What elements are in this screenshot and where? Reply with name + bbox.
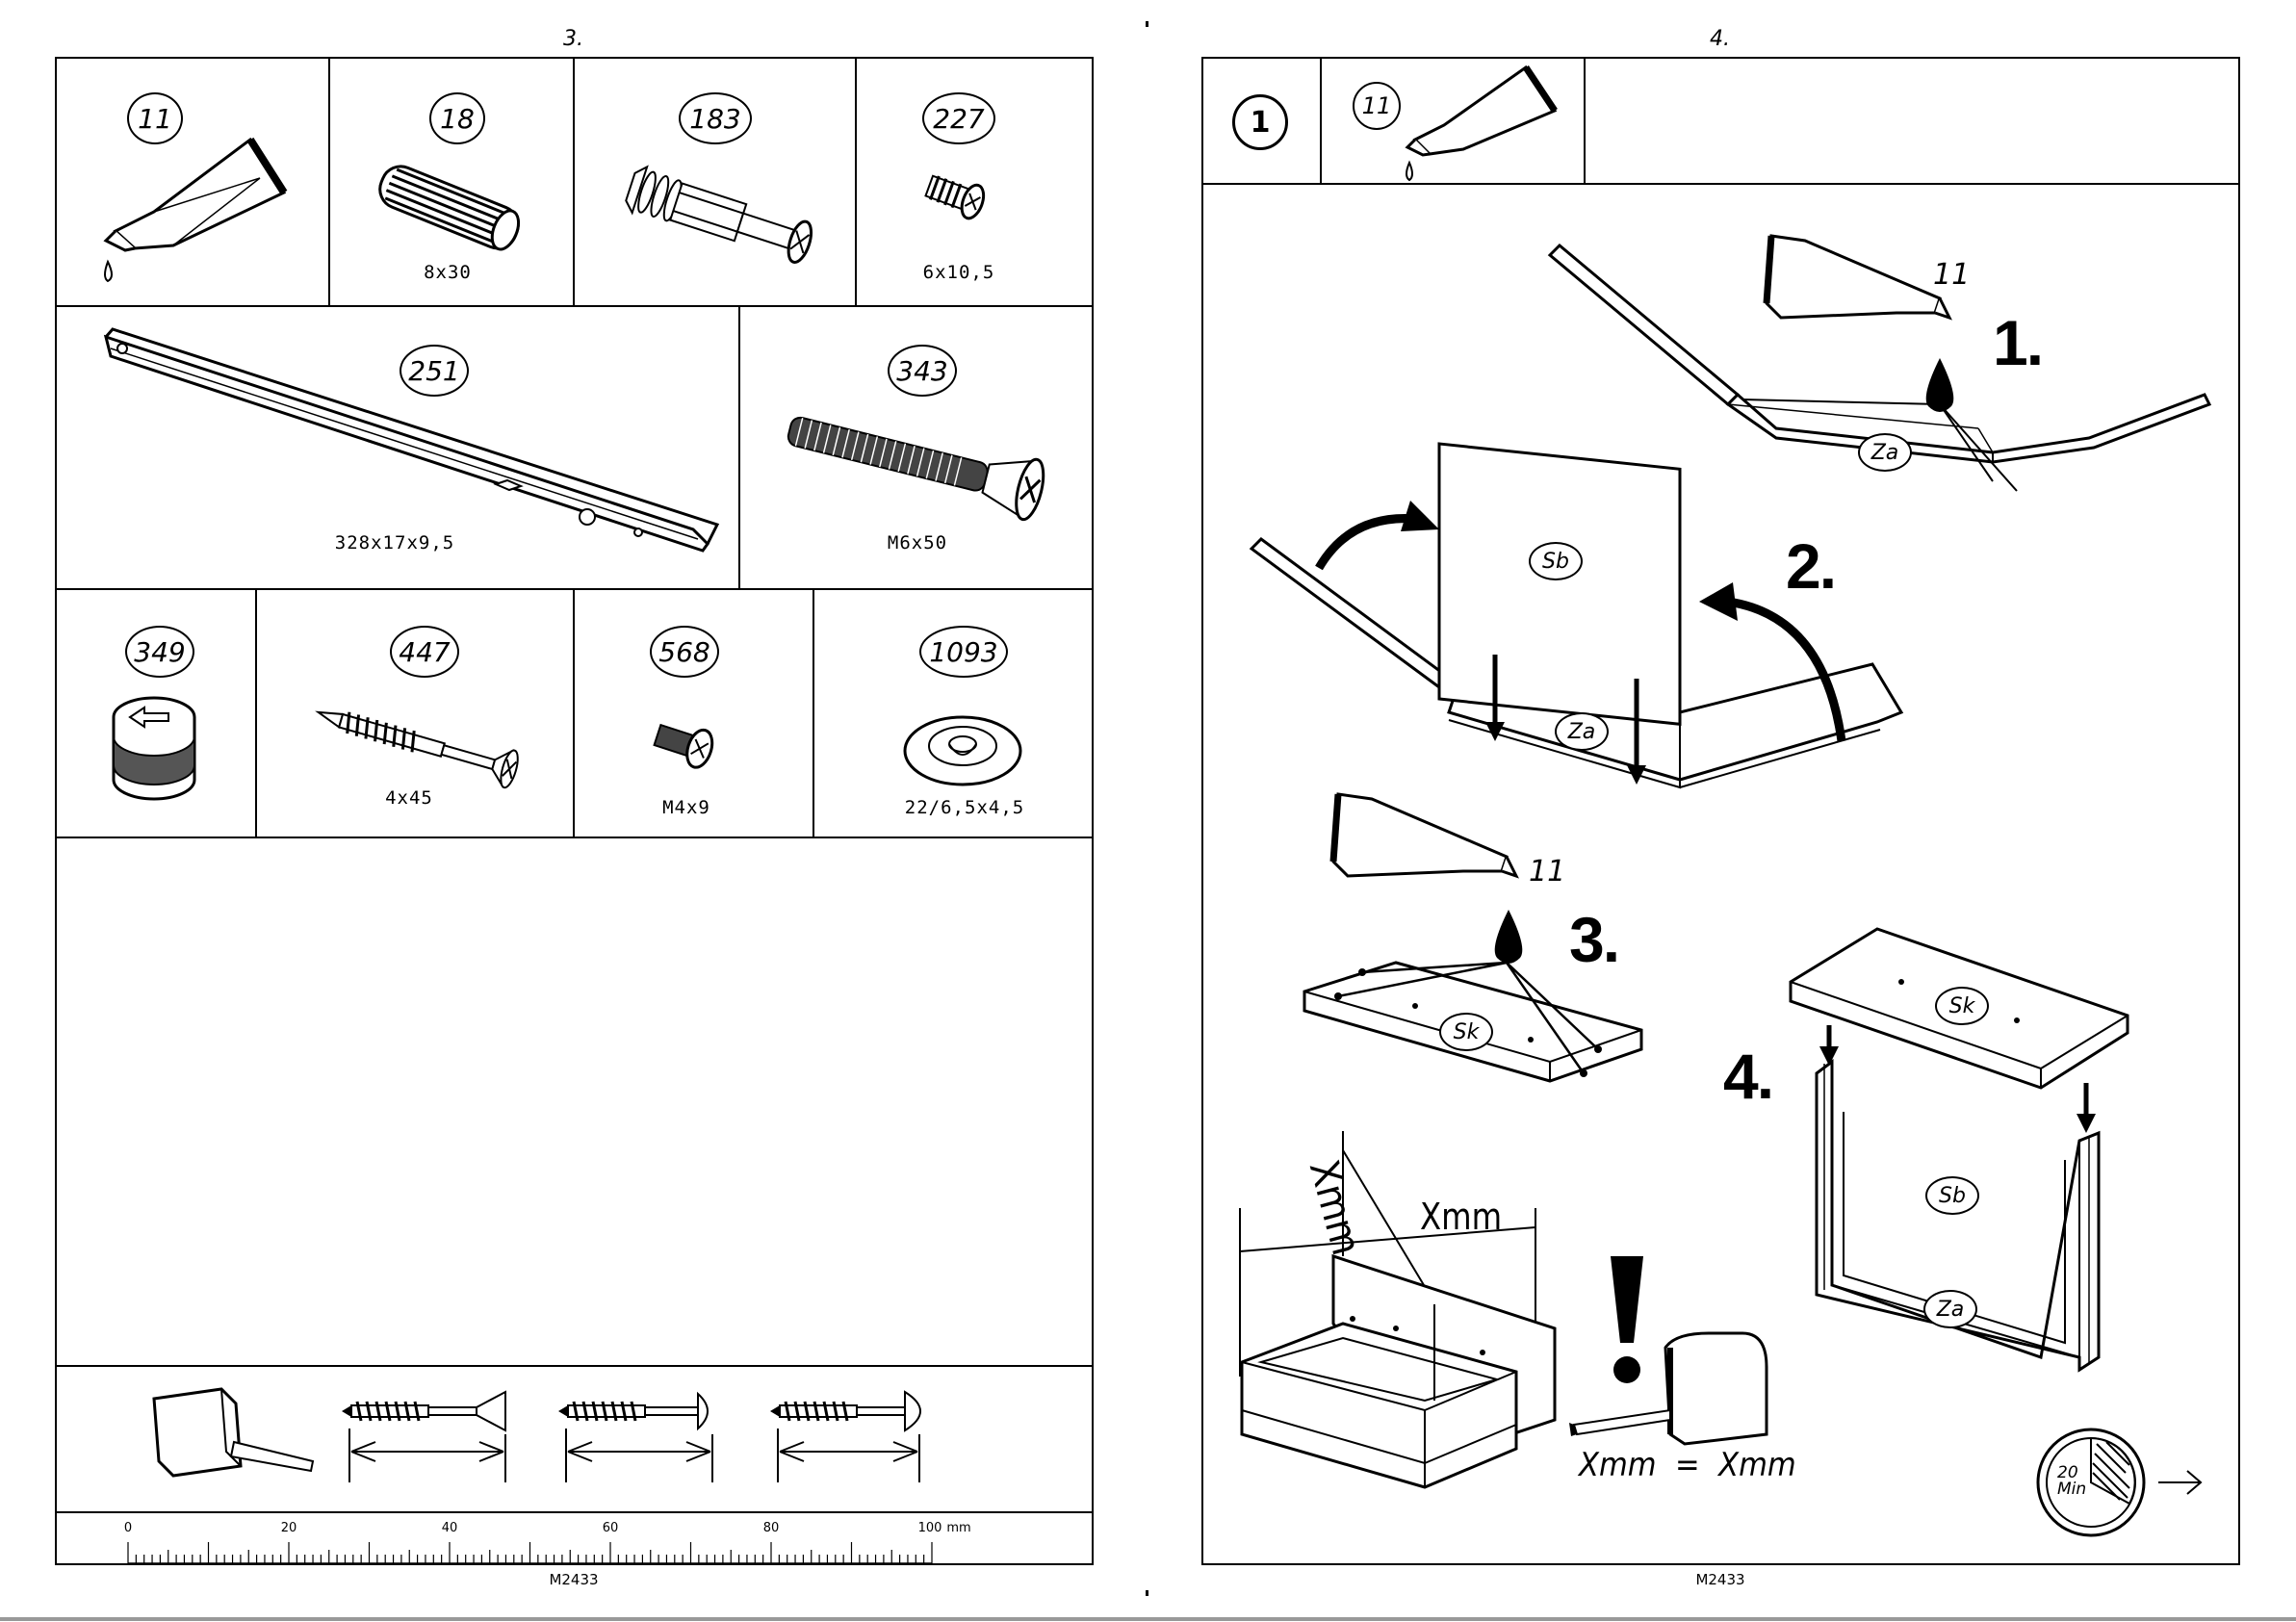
glue-part-label: 11	[1529, 855, 1565, 888]
part-size: 328x17x9,5	[335, 532, 454, 554]
page-edge	[0, 1617, 2296, 1621]
part-size: M4x9	[662, 797, 710, 818]
glue-tube-icon	[1396, 63, 1560, 183]
ruler-label: 0	[124, 1521, 132, 1535]
measure-top-label: Xmm	[1420, 1196, 1502, 1238]
mm-ruler	[125, 1540, 953, 1565]
divider	[255, 588, 257, 838]
panel-label: Za	[1923, 1290, 1977, 1328]
right-page-number: 4.	[1710, 27, 1730, 51]
step-label: 4.	[1723, 1040, 1772, 1113]
part-size: 4x45	[385, 787, 433, 809]
glue-tube-icon	[1762, 231, 1954, 347]
short-screw-icon	[919, 168, 996, 226]
next-page-arrow-icon	[2156, 1468, 2205, 1497]
part-number: 343	[888, 345, 957, 397]
ruler-label: 40	[442, 1521, 458, 1535]
part-number: 1093	[919, 626, 1008, 678]
cover-washer-icon	[900, 708, 1025, 794]
divider	[1584, 57, 1586, 185]
glue-part-label: 11	[1933, 258, 1970, 292]
step-box-number: 1	[1232, 94, 1288, 150]
countersunk-screw-icon	[342, 1386, 515, 1492]
drawer-rail-icon	[101, 327, 727, 558]
part-number: 447	[390, 626, 459, 678]
ruler-label: 80	[763, 1521, 780, 1535]
panel-label: Sk	[1935, 987, 1989, 1025]
part-size: M6x50	[888, 532, 947, 554]
connector-bolt-icon	[616, 164, 828, 270]
part-number: 349	[125, 626, 194, 678]
wood-screw-icon	[308, 698, 529, 794]
divider	[813, 588, 814, 838]
cam-lock-icon	[106, 693, 202, 809]
left-page-number: 3.	[563, 27, 583, 51]
step2-drawing	[1247, 424, 1921, 809]
measure-equation: Xmm = Xmm	[1579, 1446, 1796, 1484]
part-number: 227	[922, 92, 995, 144]
fold-mark	[1146, 1590, 1148, 1596]
left-doc-code: M2433	[549, 1571, 598, 1588]
glue-tube-icon	[96, 135, 289, 289]
step-label: 2.	[1786, 529, 1835, 603]
panel-label: Za	[1555, 712, 1609, 751]
tape-measure-icon	[1569, 1328, 1771, 1454]
timer-unit: Min	[2057, 1480, 2086, 1499]
ruler-unit: mm	[946, 1521, 970, 1535]
divider	[1320, 57, 1322, 185]
fold-mark	[1146, 21, 1148, 27]
machine-screw-icon	[650, 717, 727, 775]
ruler-label: 20	[281, 1521, 297, 1535]
part-number: 18	[429, 92, 485, 144]
divider	[328, 57, 330, 307]
divider	[738, 305, 740, 590]
part-size: 6x10,5	[923, 262, 995, 283]
pan-head-screw-icon	[770, 1386, 934, 1492]
divider	[573, 588, 575, 838]
divider	[55, 1511, 1094, 1513]
panel-label: Sb	[1925, 1176, 1979, 1215]
divider	[855, 57, 857, 307]
dowel-icon	[366, 159, 539, 265]
measure-drawing	[1237, 1131, 1555, 1497]
divider	[55, 1365, 1094, 1367]
tape-measure-icon	[149, 1384, 318, 1500]
panel-label: Sk	[1439, 1013, 1493, 1051]
panel-label: Sb	[1529, 542, 1583, 580]
part-size: 8x30	[424, 262, 472, 283]
glue-part-number: 11	[1353, 82, 1401, 130]
part-number: 568	[650, 626, 719, 678]
divider	[573, 57, 575, 307]
round-head-screw-icon	[558, 1386, 722, 1492]
ruler-label: 100	[918, 1521, 942, 1535]
step-label: 1.	[1993, 306, 2042, 379]
ruler-label: 60	[603, 1521, 619, 1535]
glue-tube-icon	[1329, 789, 1521, 905]
part-size: 22/6,5x4,5	[905, 797, 1024, 818]
divider	[1201, 183, 2240, 185]
timer-icon	[2033, 1425, 2158, 1540]
long-bolt-icon	[780, 404, 1059, 529]
right-doc-code: M2433	[1695, 1571, 1744, 1588]
part-number: 183	[679, 92, 752, 144]
